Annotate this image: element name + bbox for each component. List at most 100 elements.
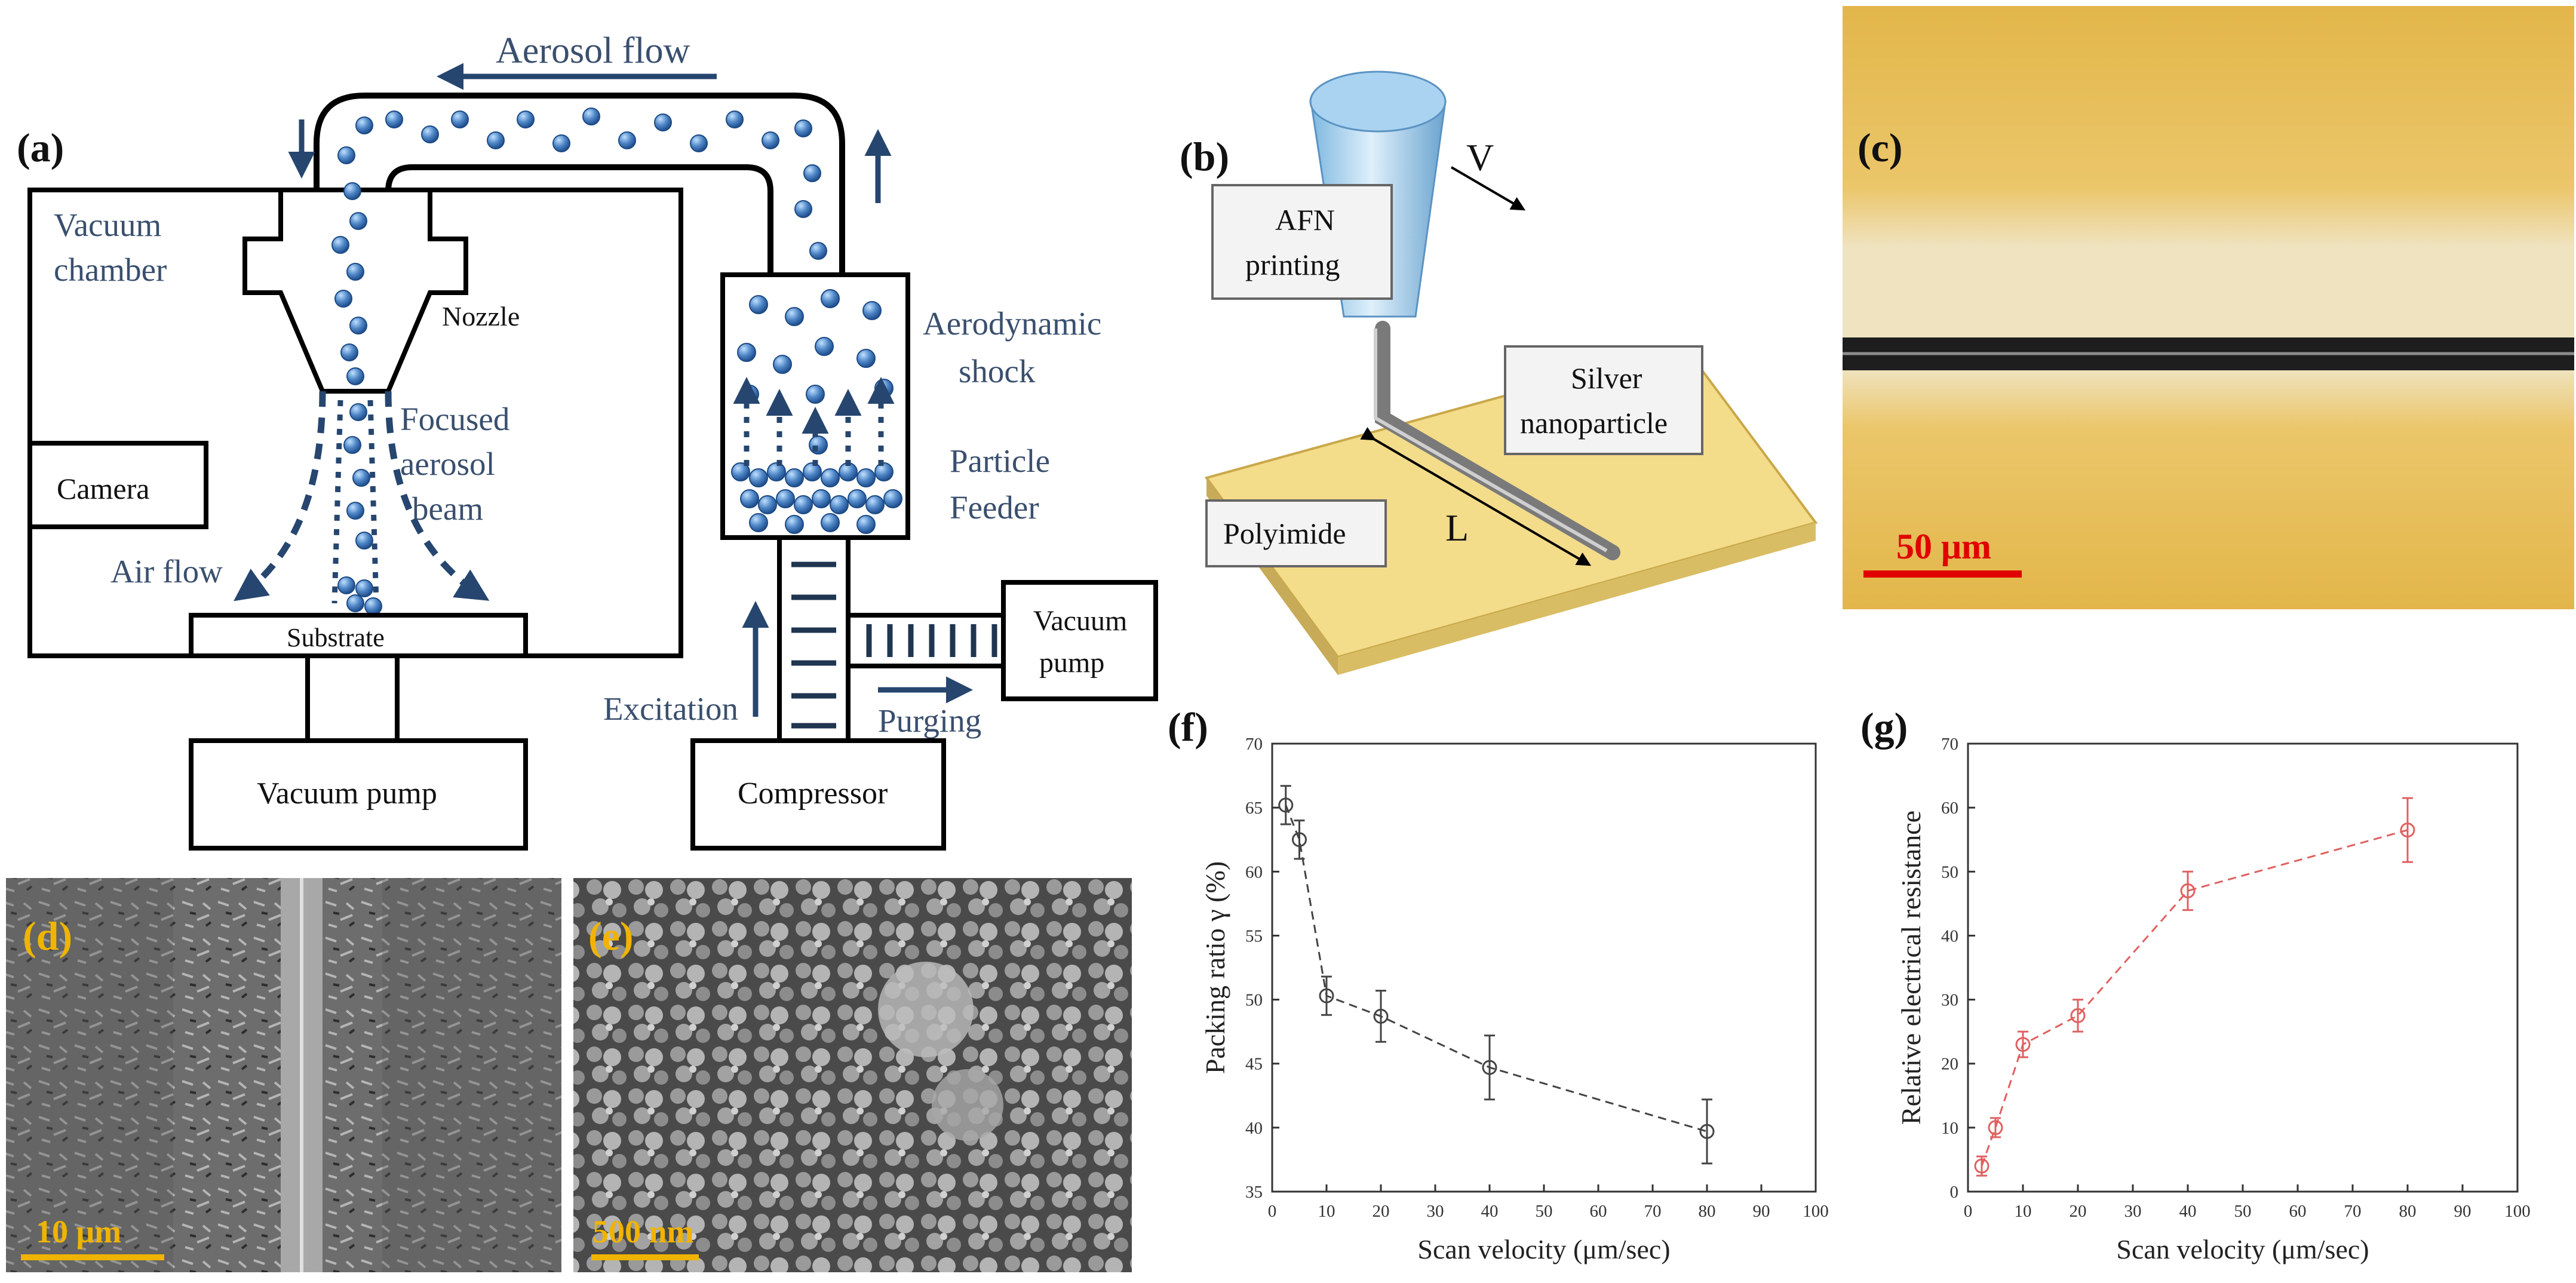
silver-label-box: [1504, 345, 1703, 455]
y-tick-label: 40: [1941, 926, 1958, 946]
tube-particles: [331, 108, 827, 385]
beam-line-2: [367, 400, 379, 604]
camera-box: [27, 441, 208, 529]
excitation-column: [777, 535, 851, 743]
panel-e-label: (e): [588, 913, 633, 959]
x-tick-label: 70: [1644, 1202, 1662, 1221]
tube-inner: [385, 164, 773, 275]
afn-label-1: AFN: [1275, 203, 1335, 237]
panel-g-label: (g): [1860, 704, 1908, 750]
vacuum-pump-bottom: [189, 738, 528, 851]
v-arrow: [1450, 166, 1526, 211]
panel-a: (a) Aerosol flow Vacuum chamber Nozzle: [17, 30, 1158, 851]
data-point: [2180, 883, 2196, 898]
focused-label-2: aerosol: [400, 446, 495, 482]
data-point: [2015, 1037, 2031, 1052]
x-axis-label: Scan velocity (μm/sec): [2116, 1234, 2369, 1264]
data-point: [2400, 822, 2415, 838]
l-label: L: [1445, 507, 1469, 549]
y-tick-label: 65: [1245, 799, 1263, 818]
sem-image-e: [573, 878, 1132, 1272]
air-flow-right: [385, 391, 490, 601]
substrate-label: Substrate: [287, 623, 385, 652]
silver-label-1: Silver: [1571, 361, 1642, 395]
data-point: [1292, 832, 1307, 848]
nozzle-label: Nozzle: [442, 301, 520, 332]
aero-shock-label-2: shock: [959, 353, 1036, 389]
y-tick-label: 50: [1941, 863, 1958, 882]
y-tick-label: 50: [1245, 991, 1263, 1010]
scale-bar-c: [1863, 570, 2022, 578]
focused-label-3: beam: [412, 490, 483, 527]
vacuum-pump-right-label-2: pump: [1039, 647, 1104, 679]
silver-label-2: nanoparticle: [1520, 406, 1668, 440]
purging-label: Purging: [878, 702, 981, 739]
x-tick-label: 30: [1427, 1202, 1444, 1221]
feeder-label-1: Particle: [950, 443, 1050, 479]
y-tick-label: 60: [1941, 799, 1958, 818]
excitation-label: Excitation: [603, 690, 738, 727]
feeder-label-2: Feeder: [950, 489, 1039, 526]
y-tick-label: 0: [1950, 1183, 1959, 1202]
x-tick-label: 100: [1803, 1202, 1829, 1221]
aero-shock-label-1: Aerodynamic: [923, 305, 1101, 342]
data-point: [2070, 1008, 2086, 1023]
air-flow-label: Air flow: [110, 553, 223, 590]
aerosol-flow-label: Aerosol flow: [496, 30, 690, 71]
x-tick-label: 30: [2124, 1202, 2142, 1221]
data-point: [1699, 1124, 1715, 1139]
data-point: [1278, 797, 1294, 813]
y-tick-label: 60: [1245, 863, 1263, 882]
x-tick-label: 0: [1268, 1202, 1277, 1221]
polyimide-label: Polyimide: [1223, 517, 1346, 550]
polyimide-label-box: [1205, 499, 1387, 567]
x-tick-label: 100: [2504, 1202, 2531, 1221]
panel-e: (e) 500 nm: [573, 878, 1132, 1272]
x-tick-label: 90: [1753, 1202, 1770, 1221]
x-tick-label: 60: [2289, 1202, 2307, 1221]
x-tick-label: 40: [1481, 1202, 1499, 1221]
panel-a-label: (a): [17, 125, 64, 170]
panel-b: (b) V L AFN printing Silver nanoparticle…: [1180, 70, 1818, 675]
vacuum-pump-right-label-1: Vacuum: [1033, 605, 1127, 637]
y-axis-label: Packing ratio γ (%): [1200, 861, 1230, 1074]
y-tick-label: 70: [1941, 735, 1958, 754]
x-tick-label: 50: [2234, 1202, 2252, 1221]
x-tick-label: 90: [2454, 1202, 2471, 1221]
y-tick-label: 70: [1245, 735, 1263, 754]
y-tick-label: 35: [1245, 1183, 1263, 1202]
x-axis-label: Scan velocity (μm/sec): [1417, 1234, 1670, 1264]
x-tick-label: 20: [1373, 1202, 1390, 1221]
y-axis-label: Relative electrical resistance: [1896, 811, 1926, 1125]
purging-bars: [866, 624, 997, 657]
y-tick-label: 45: [1245, 1055, 1263, 1074]
tube-outer: [314, 93, 845, 275]
panel-f-label: (f): [1168, 704, 1208, 750]
v-label: V: [1466, 136, 1494, 179]
l-arrow: [1360, 426, 1592, 566]
plot-frame: [1967, 742, 2519, 1193]
vacuum-chamber-label-2: chamber: [54, 251, 167, 288]
panel-d-label: (d): [23, 913, 72, 959]
x-tick-label: 60: [1590, 1202, 1607, 1221]
panel-b-label: (b): [1180, 134, 1229, 179]
x-tick-label: 70: [2344, 1202, 2362, 1221]
scale-bar-e: [591, 1254, 699, 1260]
x-tick-label: 10: [1318, 1202, 1335, 1221]
scale-bar-d: [21, 1254, 164, 1260]
data-point: [1974, 1158, 1989, 1174]
x-tick-label: 20: [2070, 1202, 2087, 1221]
data-point: [1482, 1060, 1497, 1075]
panel-c: (c) 50 μm: [1843, 6, 2574, 609]
air-flow-left: [234, 391, 326, 601]
x-tick-label: 80: [2399, 1202, 2417, 1221]
y-tick-label: 20: [1941, 1055, 1958, 1074]
x-tick-label: 80: [1699, 1202, 1716, 1221]
optical-image: [1843, 6, 2574, 609]
afn-label-box: [1211, 184, 1393, 300]
feeder-particles: [731, 289, 902, 534]
y-tick-label: 10: [1941, 1119, 1958, 1138]
x-tick-label: 10: [2015, 1202, 2032, 1221]
